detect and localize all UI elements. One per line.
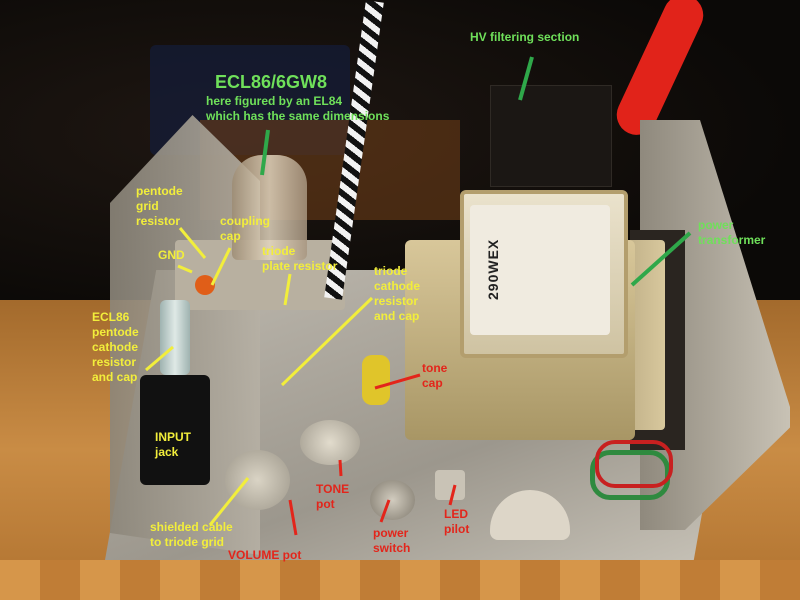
gnd-label: GND xyxy=(158,248,185,262)
triode-cathode-label: triode cathode resistor and cap xyxy=(374,264,421,323)
table-edge xyxy=(0,560,800,600)
pentode-cathode-label: ECL86 pentode cathode resistor and cap xyxy=(92,310,139,384)
coupling-cap-label: coupling cap xyxy=(220,214,270,243)
tone-capacitor xyxy=(362,355,390,405)
red-wire xyxy=(595,440,673,488)
tone-pot-label: TONE pot xyxy=(316,482,350,511)
input-jack xyxy=(140,375,210,485)
hv-filter-board xyxy=(490,85,612,187)
shielded-cable-label: shielded cable to triode grid xyxy=(150,520,233,549)
volume-pot xyxy=(225,450,290,510)
volume-pot-label: VOLUME pot xyxy=(228,548,302,562)
coupling-capacitor xyxy=(195,275,215,295)
power-transformer-label: power transformer xyxy=(698,218,766,247)
led-pilot-label: LED pilot xyxy=(444,507,470,536)
tube-note-label: here figured by an EL84 which has the sa… xyxy=(206,94,390,123)
tone-pot xyxy=(300,420,360,465)
pentode-grid-resistor-label: pentode grid resistor xyxy=(136,184,183,228)
hv-filtering-label: HV filtering section xyxy=(470,30,580,44)
tube-title-label: ECL86/6GW8 xyxy=(215,72,328,92)
power-switch-label: power switch xyxy=(373,526,411,555)
transformer-label-plate xyxy=(470,205,610,335)
tone-cap-label: tone cap xyxy=(422,361,448,390)
triode-plate-resistor-label: triode plate resistor xyxy=(262,244,338,273)
pentode-cathode-capacitor xyxy=(160,300,190,375)
vacuum-tube xyxy=(232,155,307,260)
led-pilot xyxy=(435,470,465,500)
power-switch xyxy=(370,480,415,520)
input-jack-label: INPUT jack xyxy=(155,430,191,459)
